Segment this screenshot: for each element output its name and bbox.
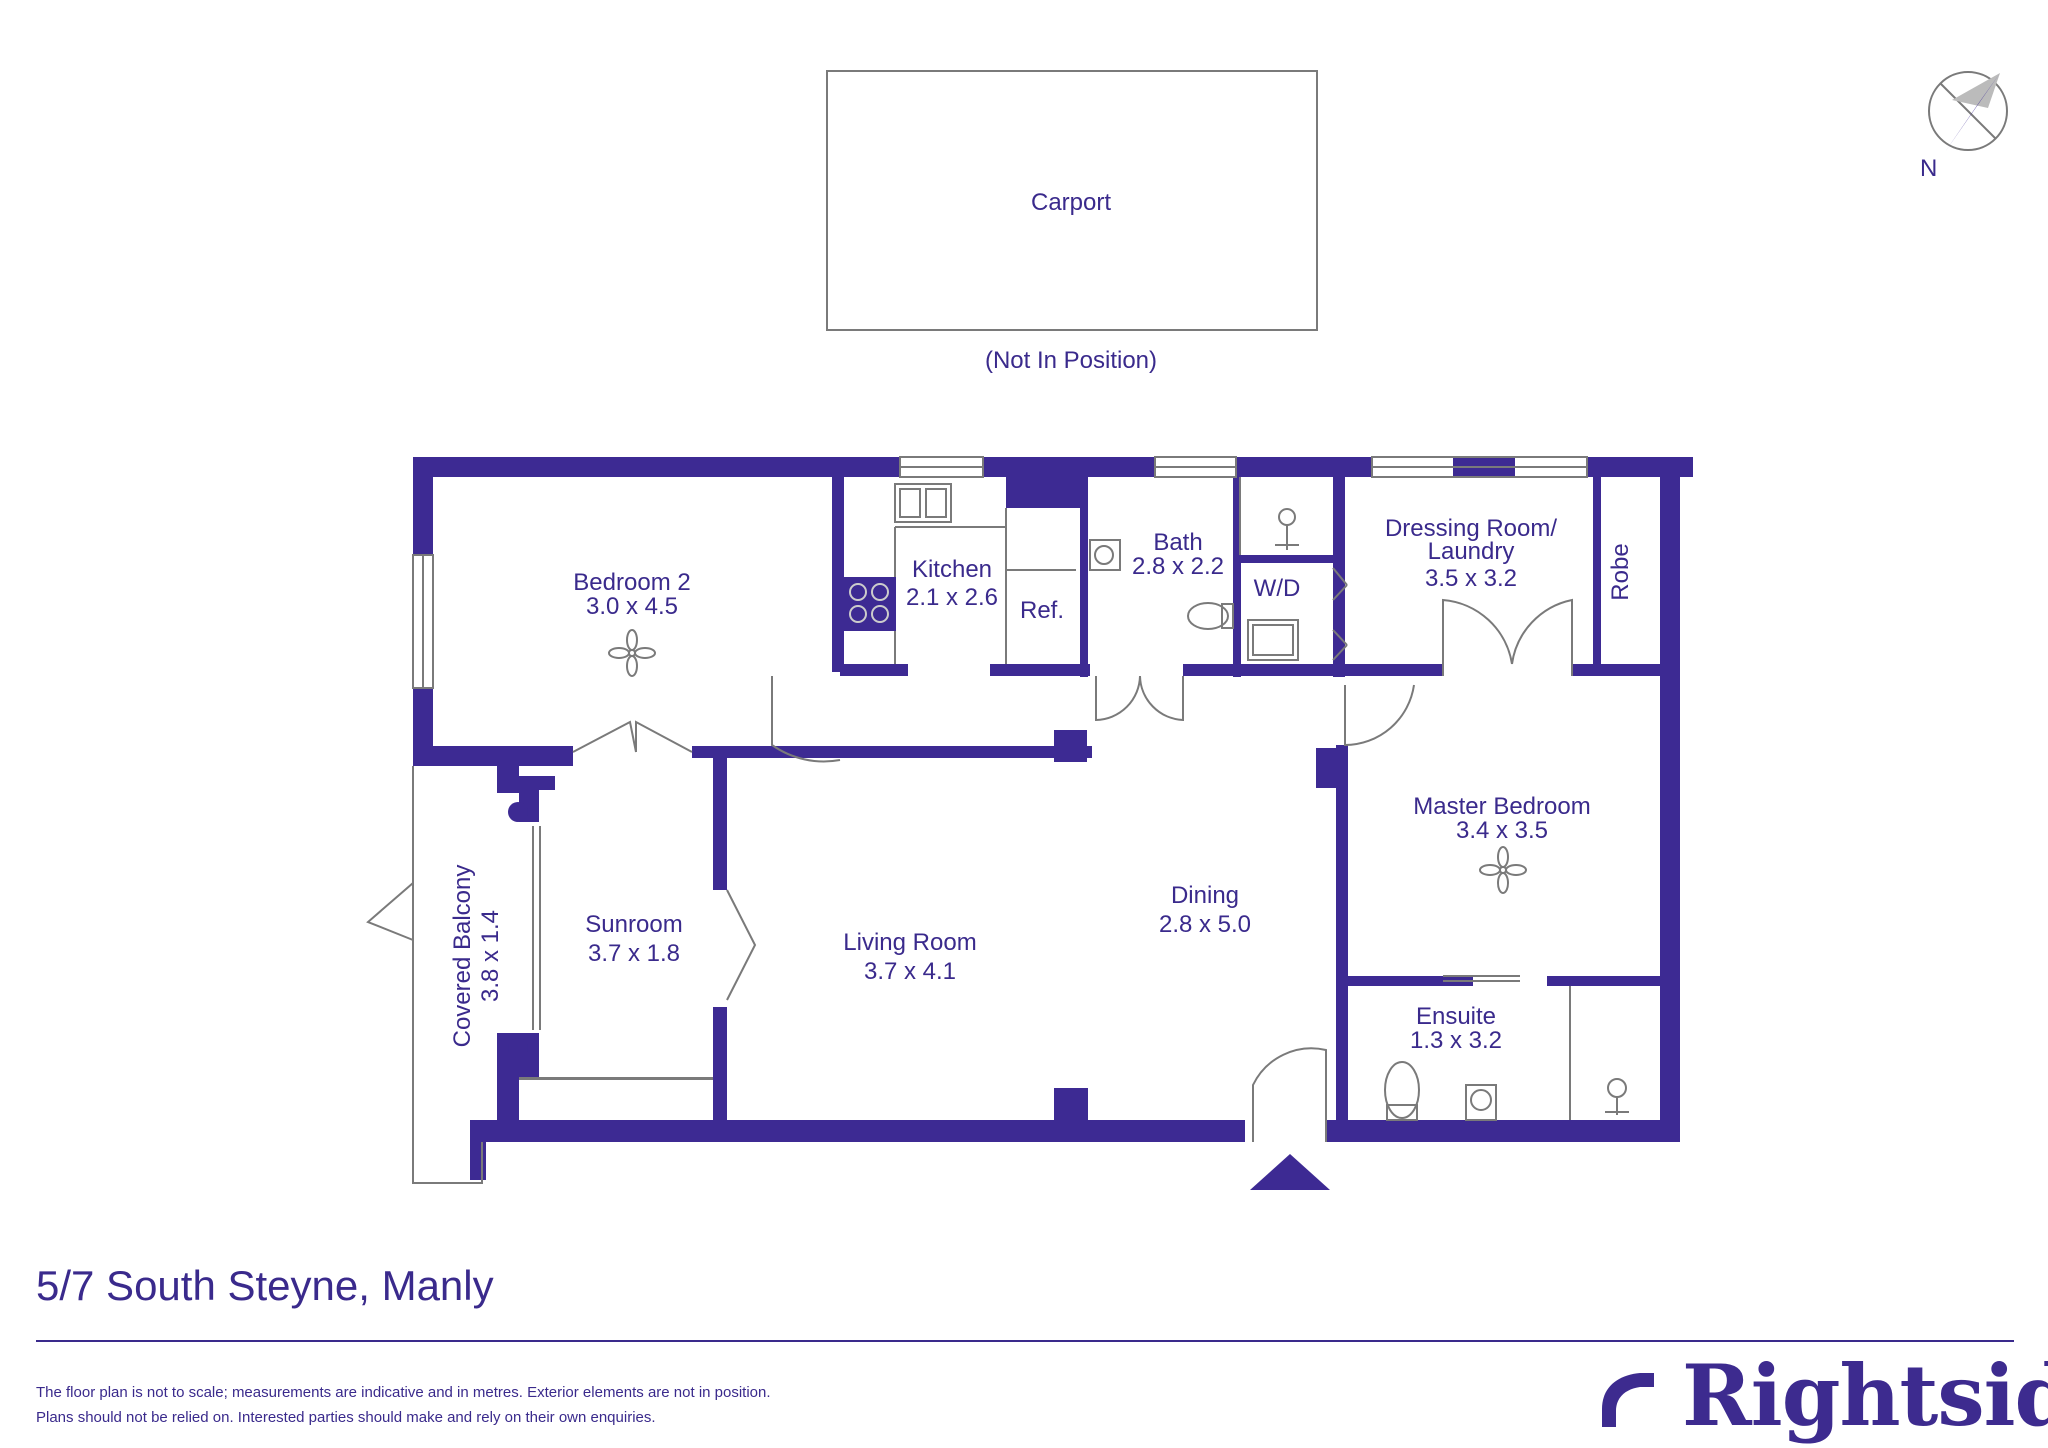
kitchen-size: 2.1 x 2.6: [906, 584, 998, 611]
carport-label: Carport: [1031, 189, 1111, 216]
living-size: 3.7 x 4.1: [864, 958, 956, 985]
brand-name: Rightside: [1682, 1345, 2048, 1445]
dressing-name-1: Dressing Room/: [1385, 515, 1557, 542]
dressing-name-2: Laundry: [1428, 538, 1515, 565]
carport-note: (Not In Position): [985, 347, 1157, 374]
dining-name: Dining: [1171, 882, 1239, 909]
footer-divider: [36, 1340, 2014, 1342]
robe-label: Robe: [1607, 543, 1634, 600]
kitchen-name: Kitchen: [912, 556, 992, 583]
balcony-name: Covered Balcony: [449, 865, 476, 1048]
ensuite-size: 1.3 x 3.2: [1410, 1027, 1502, 1054]
brand-logo: Rightside: [1598, 1346, 2048, 1445]
north-label: N: [1920, 155, 1937, 182]
ensuite-name: Ensuite: [1416, 1003, 1496, 1030]
master-size: 3.4 x 3.5: [1456, 817, 1548, 844]
bedroom2-size: 3.0 x 4.5: [586, 593, 678, 620]
disclaimer-line: The floor plan is not to scale; measurem…: [36, 1384, 771, 1401]
ceiling-fan-icon: [1479, 846, 1527, 894]
disclaimer-line: Plans should not be relied on. Intereste…: [36, 1409, 656, 1426]
bath-name: Bath: [1153, 529, 1202, 556]
carport: Carport (Not In Position): [826, 70, 1318, 374]
bedroom2-name: Bedroom 2: [573, 569, 690, 596]
wd-label: W/D: [1254, 575, 1301, 602]
balcony-size: 3.8 x 1.4: [477, 910, 504, 1002]
ref-label: Ref.: [1020, 597, 1064, 624]
ceiling-fan-icon: [608, 629, 656, 677]
room-labels: Bedroom 2 3.0 x 4.5 Kitchen 2.1 x 2.6 Re…: [449, 515, 1634, 1054]
rightside-logo-icon: [1602, 1373, 1654, 1427]
bath-size: 2.8 x 2.2: [1132, 553, 1224, 580]
entry-arrow-icon: [1250, 1154, 1330, 1190]
dressing-size: 3.5 x 3.2: [1425, 565, 1517, 592]
living-name: Living Room: [843, 929, 976, 956]
sunroom-name: Sunroom: [585, 911, 682, 938]
master-name: Master Bedroom: [1413, 793, 1590, 820]
disclaimer: The floor plan is not to scale; measurem…: [36, 1380, 771, 1430]
sunroom-size: 3.7 x 1.8: [588, 940, 680, 967]
property-address: 5/7 South Steyne, Manly: [36, 1262, 494, 1309]
compass-icon: N: [1920, 71, 2008, 182]
walls: [413, 457, 1693, 1180]
fixtures: [366, 456, 1629, 1184]
dining-size: 2.8 x 5.0: [1159, 911, 1251, 938]
